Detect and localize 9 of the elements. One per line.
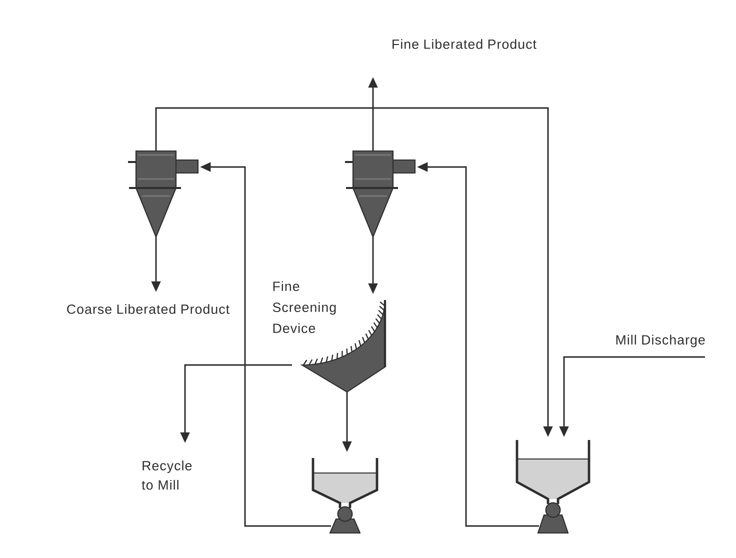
device-label: Fine Screening Device (272, 281, 336, 334)
stream-label: Coarse Liberated Product (67, 304, 230, 314)
sump-pump (312, 456, 378, 534)
sump-pump (516, 438, 590, 534)
stream-label: Fine Liberated Product (392, 39, 536, 49)
stream-label: Recycle to Mill (142, 460, 192, 490)
stream-label: Mill Discharge (616, 334, 705, 348)
hydrocyclone (345, 150, 416, 238)
hydrocyclone (128, 150, 199, 238)
